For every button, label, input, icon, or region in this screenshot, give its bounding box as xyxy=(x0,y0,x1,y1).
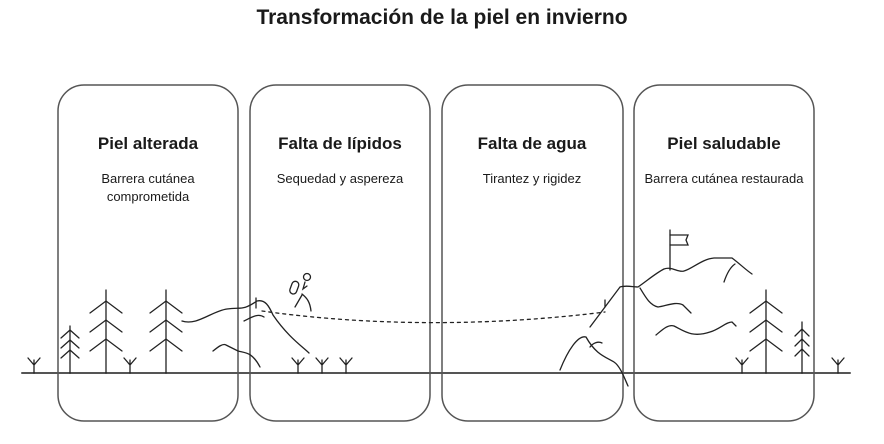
diagram-title: Transformación de la piel en invierno xyxy=(256,6,628,29)
stage-falta-de-lipidos: Falta de lípidos Sequedad y aspereza xyxy=(250,85,430,421)
tree-icon xyxy=(89,289,123,374)
stage-piel-saludable: Piel saludable Barrera cutánea restaurad… xyxy=(634,85,814,421)
tree-icon xyxy=(749,289,783,374)
tree-icon xyxy=(794,321,810,374)
flag-icon xyxy=(669,229,689,271)
stage-falta-de-agua: Falta de agua Tirantez y rigidez xyxy=(442,85,622,421)
grass-icon xyxy=(27,357,845,374)
tree-icon xyxy=(149,289,183,374)
stage-description: Tirantez y rigidez xyxy=(482,171,582,186)
stage-description: Barrera cutánea comprometida xyxy=(101,171,195,204)
left-mountain-icon xyxy=(181,297,310,368)
stage-title: Piel alterada xyxy=(97,134,199,153)
right-mountain-icon xyxy=(559,257,753,387)
tree-icon xyxy=(60,325,80,374)
stage-description: Sequedad y aspereza xyxy=(276,171,404,186)
stage-title: Piel saludable xyxy=(667,134,781,153)
stage-boxes xyxy=(57,84,815,422)
stage-description: Barrera cutánea restaurada xyxy=(644,171,804,186)
stage-title: Falta de agua xyxy=(477,134,587,153)
stage-title: Falta de lípidos xyxy=(278,134,402,153)
hiker-icon xyxy=(289,272,312,312)
trail-path xyxy=(261,310,606,324)
stage-piel-alterada: Piel alterada Barrera cutánea comprometi… xyxy=(58,85,238,421)
